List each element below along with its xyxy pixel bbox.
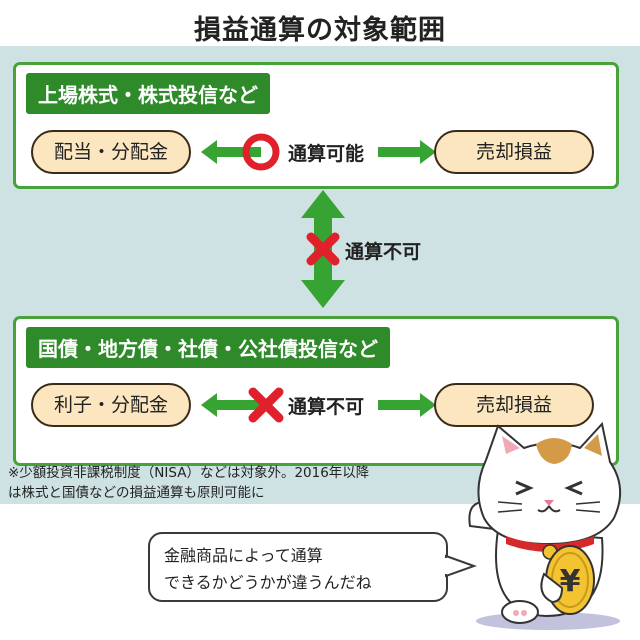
pill-capital-gains-1: 売却損益 [434, 130, 594, 174]
relation-text-ng: 通算不可 [288, 396, 365, 418]
cross-ng-icon [248, 387, 284, 423]
page-title: 損益通算の対象範囲 [194, 15, 446, 46]
diagram-panel: 上場株式・株式投信など 配当・分配金 通算可能 売却損益 通算不可 国債・地方債… [0, 46, 640, 504]
circle-ok-icon [242, 133, 280, 171]
footnote: ※少額投資非課税制度（NISA）などは対象外。2016年以降 は株式と国債などの… [8, 463, 369, 503]
pill-dividends: 配当・分配金 [31, 130, 191, 174]
footnote-line-2: は株式と国債などの損益通算も原則可能に [8, 485, 265, 501]
speech-bubble: 金融商品によって通算 できるかどうかが違うんだね [148, 532, 448, 602]
pill-capital-gains-2: 売却損益 [434, 383, 594, 427]
speech-tail-icon [444, 554, 477, 578]
arrow-right-icon [378, 140, 436, 164]
footnote-line-1: ※少額投資非課税制度（NISA）などは対象外。2016年以降 [8, 465, 370, 481]
coin-yen-symbol: ¥ [560, 564, 581, 599]
section-bonds: 国債・地方債・社債・公社債投信など 利子・分配金 通算不可 売却損益 [13, 316, 619, 466]
speech-line-1: 金融商品によって通算 [164, 546, 323, 565]
relation-text-ok: 通算可能 [288, 143, 365, 165]
arrow-left-icon [201, 393, 261, 417]
section-label-stocks: 上場株式・株式投信など [26, 73, 270, 114]
arrow-left-icon [201, 140, 261, 164]
pill-interest: 利子・分配金 [31, 383, 191, 427]
relation-text-ng-vertical: 通算不可 [345, 241, 422, 263]
lucky-cat-mascot-icon: ¥ [468, 421, 621, 630]
speech-line-2: できるかどうかが違うんだね [164, 573, 372, 592]
cross-ng-icon [306, 232, 340, 266]
arrow-right-icon [378, 393, 436, 417]
section-listed-stocks: 上場株式・株式投信など 配当・分配金 通算可能 売却損益 [13, 62, 619, 189]
section-label-bonds: 国債・地方債・社債・公社債投信など [26, 327, 390, 368]
